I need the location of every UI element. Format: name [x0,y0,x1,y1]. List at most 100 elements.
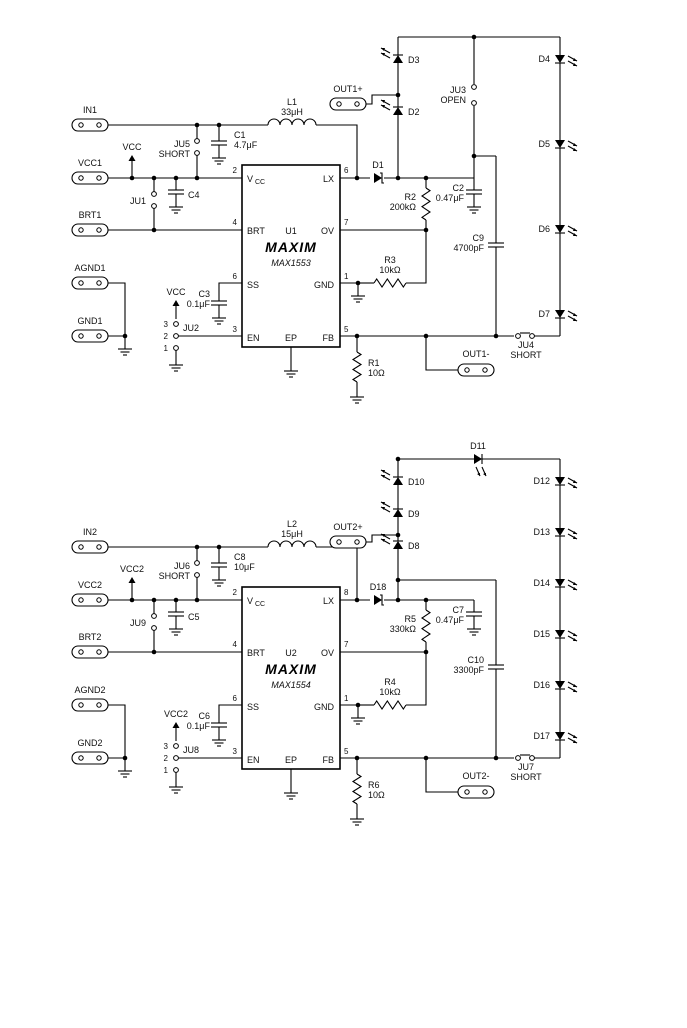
led-ref: D9 [408,509,420,519]
terminal-label: IN2 [83,527,97,537]
capacitor-symbol [488,242,504,248]
led-ref: D13 [533,527,550,537]
terminal-vcc[interactable] [71,593,109,607]
jumper-pin [173,345,179,351]
led-ref: D15 [533,629,550,639]
terminal-agnd[interactable] [71,698,109,712]
capacitor-symbol [168,611,184,617]
junction-dot [395,456,401,462]
junction-dot [122,333,128,339]
jumper-pin-number: 3 [164,742,169,751]
junction-dot [151,649,157,655]
led-icon [380,501,403,517]
pin-number: 7 [344,640,349,649]
terminal-label: VCC2 [78,580,102,590]
maxim-logo: MAXIM [265,661,317,677]
led-icon [555,225,578,237]
capacitor-symbol [211,140,227,146]
jumper-label: JU2 [183,323,199,333]
jumper-label: JU6 [174,561,190,571]
junction-dot [493,333,499,339]
terminal-brt[interactable] [71,645,109,659]
pin-label-ov: OV [321,648,334,658]
resistor-ref: R6 [368,780,380,790]
terminal-in[interactable] [71,118,109,132]
led-icon [555,477,578,489]
pin-number: 6 [233,272,238,281]
terminal-agnd[interactable] [71,276,109,290]
capacitor-symbol [211,722,227,728]
led-ref: D11 [470,441,486,451]
terminal-out-minus[interactable] [457,363,495,377]
led-icon [555,630,578,642]
capacitor-symbol [466,611,482,617]
junction-dot [395,577,401,583]
ground-symbol [169,360,183,372]
terminal-out-minus[interactable] [457,785,495,799]
led-ref: D16 [533,680,550,690]
pin-label-vcc: V [247,596,253,606]
ground-symbol [212,735,226,747]
led-icon [555,310,578,322]
jumper-pin [471,100,477,106]
inductor-ref: L1 [287,97,297,107]
terminal-out-plus[interactable] [329,97,367,111]
terminal-label: OUT1- [463,349,490,359]
junction-dot [395,175,401,181]
pin-number: 3 [233,325,238,334]
resistor-value: 10Ω [368,790,385,800]
ground-symbol [169,624,183,636]
jumper-pin [151,203,157,209]
capacitor-ref: C1 [234,130,246,140]
terminal-gnd[interactable] [71,751,109,765]
led-icon [555,55,578,67]
terminal-vcc[interactable] [71,171,109,185]
pin-number: 4 [233,640,238,649]
jumper-label: JU4 [518,340,534,350]
jumper-label: JU7 [518,762,534,772]
led-ref: D7 [538,309,550,319]
terminal-brt[interactable] [71,223,109,237]
led-icon [555,528,578,540]
junction-dot [129,175,135,181]
junction-dot [151,227,157,233]
jumper-pin-number: 2 [164,754,169,763]
junction-dot [129,597,135,603]
capacitor-ref: C6 [198,711,210,721]
supply-rail-label: VCC2 [120,564,144,574]
capacitor-ref: C3 [198,289,210,299]
jumper-pin [515,333,521,339]
ground-symbol [212,153,226,165]
jumper-pin [194,138,200,144]
capacitor-symbol [211,562,227,568]
junction-dot [216,544,222,550]
led-icon [555,579,578,591]
jumper-pin [471,84,477,90]
terminal-gnd[interactable] [71,329,109,343]
supply-arrow [128,155,136,161]
ground-symbol [284,788,298,800]
schottky-diode-icon [374,172,384,184]
terminal-in[interactable] [71,540,109,554]
jumper-pin [173,755,179,761]
led-icon [380,99,403,115]
supply-arrow [172,722,180,728]
terminal-out-plus[interactable] [329,535,367,549]
junction-dot [395,92,401,98]
led-ref: D10 [408,477,425,487]
capacitor-ref: C7 [452,605,464,615]
pin-label-en: EN [247,755,260,765]
jumper-pin [151,625,157,631]
junction-dot [423,597,429,603]
ground-symbol [212,313,226,325]
pin-label-gnd: GND [314,702,335,712]
capacitor-value: 10μF [234,562,255,572]
jumper-pin [194,572,200,578]
pin-label-lx: LX [323,596,334,606]
led-ref: D2 [408,107,420,117]
ground-symbol [118,766,132,778]
capacitor-symbol [211,300,227,306]
inductor-ref: L2 [287,519,297,529]
capacitor-ref: C5 [188,612,200,622]
